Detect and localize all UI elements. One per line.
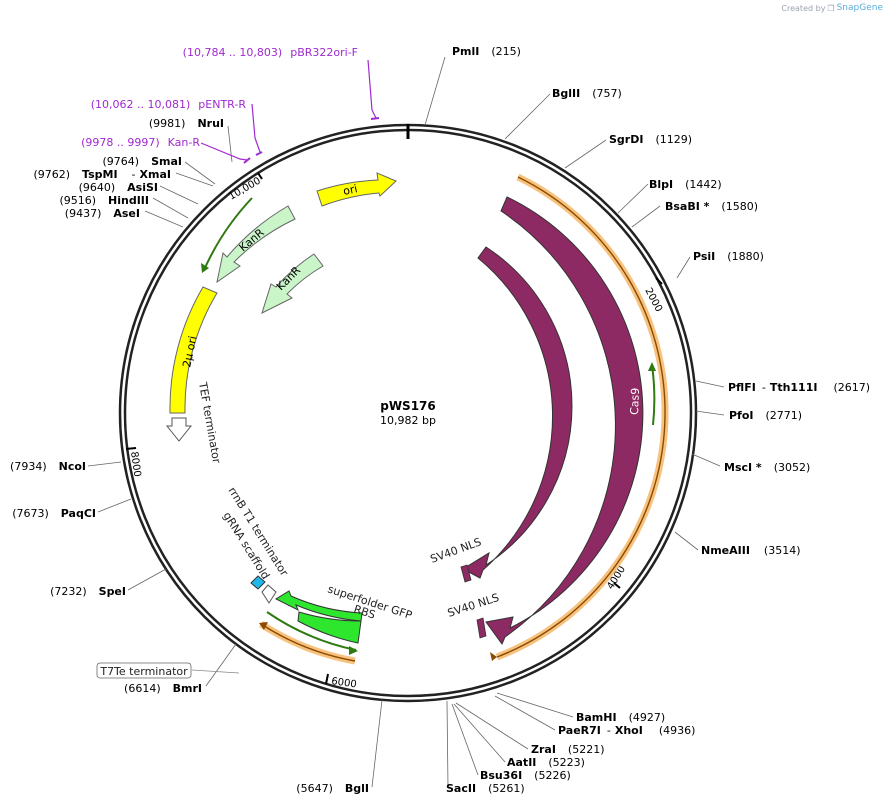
feature-cas9-inner[interactable] xyxy=(461,246,573,579)
feature-ori[interactable] xyxy=(316,172,397,207)
primer-pbr322ori-f[interactable]: (10,784 .. 10,803)pBR322ori-F xyxy=(183,46,358,59)
feature-cas9-outer[interactable] xyxy=(485,196,644,646)
feature-grna-scaffold[interactable] xyxy=(250,575,277,604)
two-mu-ori-label: 2μ ori xyxy=(180,335,199,369)
feature-sv40-nls-markers xyxy=(460,564,487,639)
site-bamhi[interactable]: BamHI(4927) xyxy=(576,711,665,724)
sv40-nls-outer-label: SV40 NLS xyxy=(446,591,501,620)
site-pfoi[interactable]: PfoI(2771) xyxy=(729,409,802,422)
site-psii[interactable]: PsiI(1880) xyxy=(693,250,764,263)
plasmid-size: 10,982 bp xyxy=(380,414,436,427)
primer-labels: (10,784 .. 10,803)pBR322ori-F (10,062 ..… xyxy=(81,46,358,149)
feature-superfolder-gfp[interactable] xyxy=(274,590,363,644)
site-bglii-757[interactable]: BglII(757) xyxy=(552,87,622,100)
cas9-inner-label: Cas9 xyxy=(573,388,587,416)
orf-halos xyxy=(201,173,669,665)
feature-2mu-ori[interactable] xyxy=(169,286,218,414)
t7te-terminator-callout[interactable]: T7Te terminator xyxy=(96,662,192,679)
site-nmeaiii[interactable]: NmeAIII(3514) xyxy=(701,544,801,557)
site-zrai[interactable]: ZraI(5221) xyxy=(531,743,605,756)
site-tspmi-xmai[interactable]: (9762)TspMI-XmaI xyxy=(33,168,171,181)
site-spei[interactable]: (7232)SpeI xyxy=(50,585,126,598)
feature-kanr-inner[interactable] xyxy=(261,253,324,314)
watermark-prefix: Created by xyxy=(781,3,826,13)
tick-label-8000: 8000 xyxy=(128,451,142,478)
feature-tef-terminator[interactable] xyxy=(165,417,193,442)
site-leader-lines xyxy=(87,56,725,789)
site-bmri[interactable]: (6614)BmrI xyxy=(124,682,202,695)
site-aatii[interactable]: AatII(5223) xyxy=(507,756,585,769)
watermark-brand: SnapGene xyxy=(836,3,883,13)
rbs-label: RBS xyxy=(352,602,377,621)
snapgene-logo-icon: ❒ xyxy=(827,3,835,13)
backbone xyxy=(118,123,698,703)
site-nrui[interactable]: (9981)NruI xyxy=(149,117,224,130)
ori-label: ori xyxy=(342,182,359,198)
site-paqci[interactable]: (7673)PaqCI xyxy=(12,507,96,520)
site-hindiii[interactable]: (9516)HindIII xyxy=(59,194,149,207)
primer-pentr-r[interactable]: (10,062 .. 10,081)pENTR-R xyxy=(91,98,247,111)
site-labels: PmlI(215) BglII(757) SgrDI(1129) BlpI(14… xyxy=(10,45,870,795)
site-blpi[interactable]: BlpI(1442) xyxy=(649,178,722,191)
site-sgrdi[interactable]: SgrDI(1129) xyxy=(609,133,692,146)
primer-markers xyxy=(200,59,380,164)
site-asei[interactable]: (9437)AseI xyxy=(65,207,140,220)
site-bsu36i[interactable]: Bsu36I(5226) xyxy=(480,769,571,782)
cas9-outer-label: Cas9 xyxy=(628,388,642,416)
site-msci[interactable]: MscI *(3052) xyxy=(724,461,810,474)
tef-terminator-label: TEF terminator xyxy=(196,380,223,464)
site-sacii[interactable]: SacII(5261) xyxy=(446,782,525,795)
site-pflfi-tth111i[interactable]: PflFI-Tth111I(2617) xyxy=(728,381,870,394)
site-bsabi[interactable]: BsaBI *(1580) xyxy=(665,200,758,213)
primer-kan-r[interactable]: (9978 .. 9997)Kan-R xyxy=(81,136,200,149)
tick-label-6000: 6000 xyxy=(331,676,358,690)
site-pmli[interactable]: PmlI(215) xyxy=(452,45,521,58)
feature-kanr-outer[interactable] xyxy=(216,205,296,284)
snapgene-watermark: Created by ❒ SnapGene xyxy=(781,3,883,13)
site-asisi[interactable]: (9640)AsiSI xyxy=(79,181,158,194)
t7te-terminator-label: T7Te terminator xyxy=(99,665,188,678)
site-smai[interactable]: (9764)SmaI xyxy=(103,155,182,168)
tick-label-10000: 10,000 xyxy=(227,176,263,203)
plasmid-name: pWS176 xyxy=(380,399,436,413)
site-bgli[interactable]: (5647)BglI xyxy=(296,782,369,795)
site-paer7i-xhoi[interactable]: PaeR7I-XhoI(4936) xyxy=(558,724,695,737)
site-ncoi[interactable]: (7934)NcoI xyxy=(10,460,86,473)
